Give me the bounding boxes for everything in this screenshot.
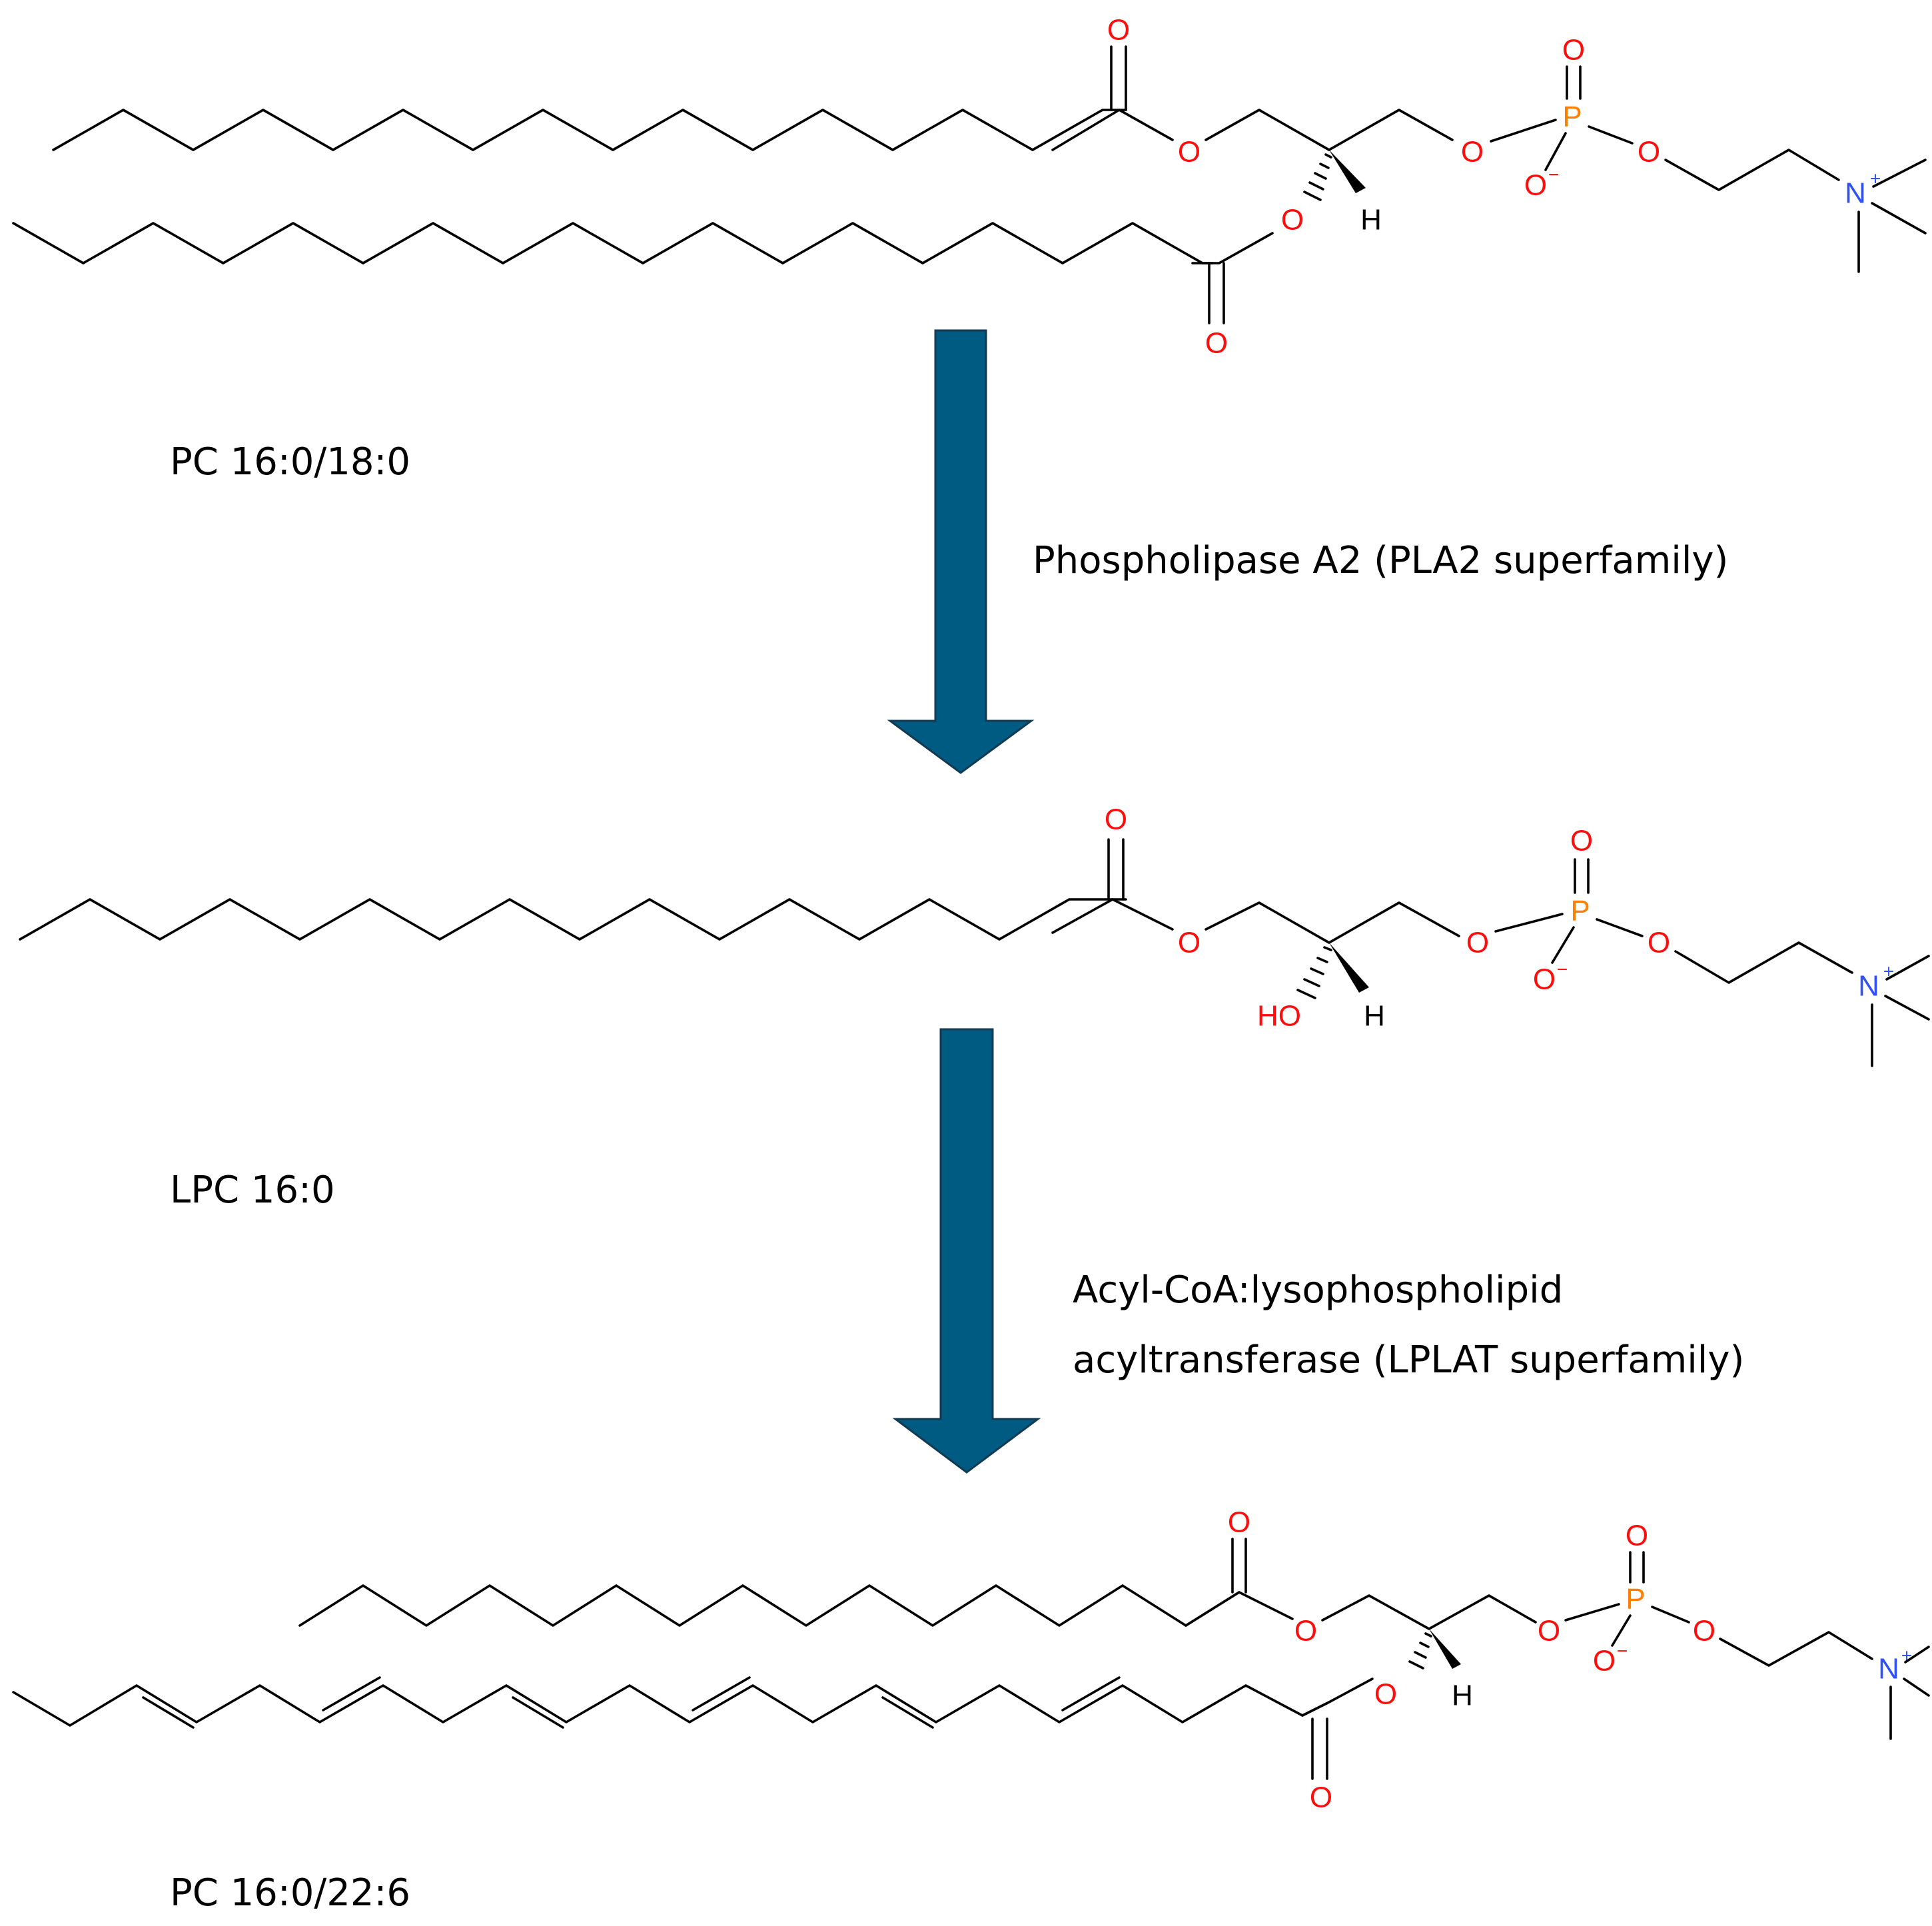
pc226-sn2-acyl-chain (12, 1684, 1330, 1727)
lpc-phosphate-ester-oxygen-1: O (1466, 927, 1489, 959)
pc226-phosphorus-atom: P (1626, 1583, 1645, 1616)
sn2-carbonyl-link (1191, 232, 1274, 264)
lpc-phosphoryl-oxygen: O (1570, 825, 1593, 857)
pc226-choline-positive-charge: + (1901, 1646, 1912, 1666)
lpc-n-methyl-2 (1884, 995, 1930, 1021)
dha-double-bond-6 (1061, 1676, 1121, 1711)
lpc-p-oxide-bond (1551, 926, 1575, 964)
compound-label-3: PC 16:0/22:6 (170, 1871, 410, 1915)
lpc-glycerol-hydrogen: H (1364, 1000, 1385, 1033)
lpc-hydrogen-wedge (1329, 943, 1369, 993)
glycerol-hydrogen: H (1360, 204, 1382, 237)
p-o-bond-2 (1588, 125, 1634, 145)
compound-label-2: LPC 16:0 (170, 1169, 335, 1212)
p-oxide-bond (1544, 132, 1567, 171)
pc226-sn1-ester-oxygen: O (1294, 1615, 1317, 1648)
pc226-o-p-bond-1 (1564, 1603, 1620, 1622)
sn2-hashed-wedge (1303, 153, 1332, 201)
lpc-choline-nitrogen: N (1858, 970, 1879, 1003)
pc226-glycerol-backbone (1321, 1594, 1537, 1630)
pc226-choline-ethylene (1719, 1631, 1873, 1667)
pc226-sn1-carbonyl-to-glycerol (1185, 1591, 1294, 1627)
glycerol-backbone (1205, 109, 1454, 151)
sn2-ester-oxygen: O (1281, 204, 1304, 237)
lpc-phosphate-anion-oxygen: O (1533, 963, 1556, 996)
dha-double-bond-2 (322, 1676, 381, 1711)
structure-pc-16-0-22-6: O O H O O O P O O − O (12, 1506, 1930, 1814)
pc226-p-o-bond-2 (1651, 1606, 1690, 1624)
lpc-o-p-bond-1 (1494, 913, 1564, 933)
dha-double-bond-1 (142, 1696, 195, 1729)
sn1-ester-oxygen: O (1178, 136, 1201, 169)
structure-pc-16-0-18-0: O O H O O O P O O − O N + (12, 14, 1927, 360)
enzyme-label-2-line-2: acyltransferase (LPLAT superfamily) (1073, 1338, 1744, 1382)
compound-label-1: PC 16:0/18:0 (170, 440, 410, 484)
n-methyl-2 (1871, 202, 1927, 235)
pc226-sn2-carbonyl-link (1301, 1678, 1374, 1717)
pc226-glycerol-hydrogen: H (1452, 1680, 1473, 1712)
o-p-bond-1 (1490, 119, 1557, 143)
lpc-n-methyl-1 (1885, 955, 1930, 981)
enzyme-label-1: Phospholipase A2 (PLA2 superfamily) (1033, 539, 1728, 582)
lpc-phosphate-ester-oxygen-2: O (1648, 927, 1670, 959)
phosphate-anion-oxygen: O (1524, 169, 1547, 202)
pc226-n-methyl-1 (1904, 1646, 1930, 1664)
lpc-carbonyl-to-glycerol (1051, 898, 1174, 934)
sn2-acyl-chain (12, 222, 1214, 264)
lpc-phosphorus-atom: P (1570, 895, 1590, 927)
lpc-hashed-wedge (1296, 946, 1332, 999)
pc226-phosphate-anion-oxygen: O (1593, 1645, 1616, 1678)
sn1-carbonyl-oxygen: O (1107, 14, 1130, 47)
n-methyl-1 (1872, 159, 1927, 188)
lpc-hydroxyl: HO (1257, 1000, 1301, 1033)
pc226-hashed-wedge (1408, 1632, 1432, 1670)
pc226-hydrogen-wedge (1429, 1629, 1461, 1669)
phosphate-ester-oxygen-2: O (1638, 136, 1660, 169)
enzyme-label-2-line-1: Acyl-CoA:lysophospholipid (1073, 1268, 1563, 1312)
pc226-sn2-carbonyl-oxygen: O (1310, 1781, 1332, 1814)
reaction-arrow-2 (892, 1028, 1041, 1474)
phosphate-negative-charge: − (1548, 165, 1559, 185)
dha-double-bond-3 (512, 1696, 564, 1729)
lpc-ester-oxygen: O (1178, 927, 1201, 959)
pc226-p-oxide-bond (1611, 1614, 1632, 1647)
pc226-phosphate-ester-oxygen-1: O (1538, 1615, 1560, 1648)
pc226-phosphoryl-oxygen: O (1626, 1520, 1648, 1552)
phosphorus-atom: P (1562, 101, 1582, 133)
lpc-glycerol-backbone (1205, 901, 1460, 944)
dha-double-bond-5 (881, 1696, 934, 1729)
lpc-acyl-chain (19, 898, 1127, 941)
dha-double-bond-4 (692, 1676, 751, 1711)
pc226-sn1-acyl-chain (298, 1584, 1240, 1627)
lpc-phosphate-negative-charge: − (1557, 959, 1568, 980)
sn2-carbonyl-oxygen: O (1205, 327, 1228, 360)
phosphoryl-oxygen: O (1562, 34, 1585, 67)
pc226-phosphate-negative-charge: − (1617, 1641, 1628, 1662)
sn1-carbonyl-to-glycerol (1051, 109, 1174, 151)
choline-ethylene (1664, 149, 1840, 191)
structure-lpc-16-0: O O HO H O P O O − O N + (19, 803, 1930, 1067)
reaction-arrow-1 (887, 329, 1035, 774)
lpc-carbonyl-oxygen: O (1105, 803, 1127, 836)
lpc-p-o-bond-2 (1596, 918, 1644, 937)
sn1-acyl-chain (52, 109, 1127, 151)
choline-nitrogen: N (1845, 177, 1866, 210)
phosphate-ester-oxygen-1: O (1461, 136, 1484, 169)
pc226-choline-nitrogen: N (1878, 1653, 1899, 1685)
pc226-phosphate-ester-oxygen-2: O (1693, 1615, 1715, 1648)
pc226-sn1-carbonyl-oxygen: O (1228, 1506, 1250, 1539)
pc226-n-methyl-2 (1903, 1678, 1930, 1697)
sn1-hydrogen-wedge (1329, 150, 1366, 193)
pc226-sn2-ester-oxygen: O (1374, 1678, 1397, 1711)
lpc-choline-ethylene (1674, 941, 1853, 984)
